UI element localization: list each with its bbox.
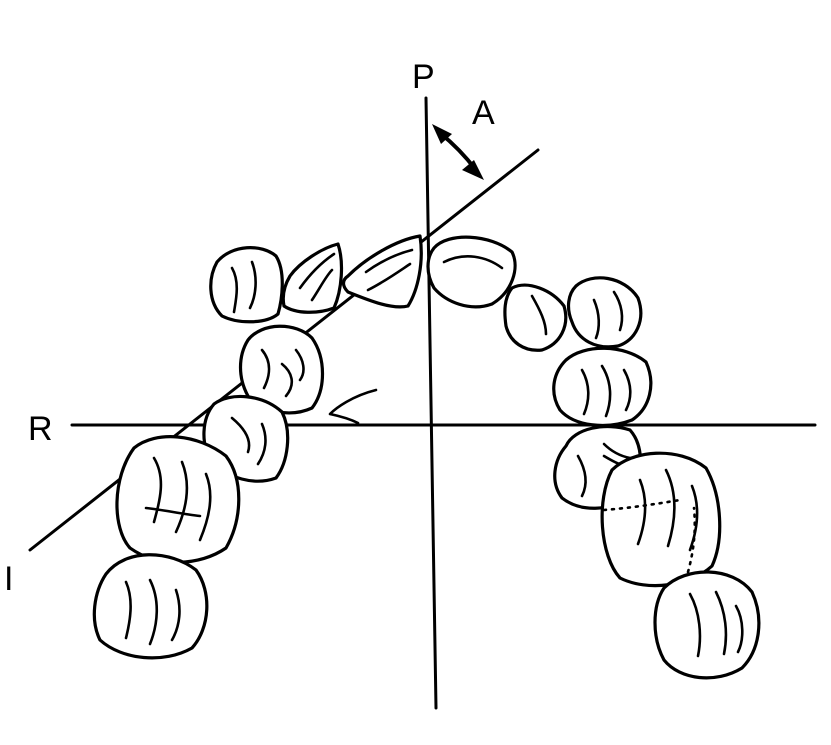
label-a: A xyxy=(472,94,495,132)
arrowhead-upper xyxy=(432,124,452,144)
tooth-left-4 xyxy=(238,324,324,415)
tooth-right-3 xyxy=(566,276,643,349)
arrowhead-lower xyxy=(462,160,484,180)
tooth-right-6 xyxy=(600,451,722,588)
label-i: I xyxy=(4,560,13,598)
tooth-right-7 xyxy=(653,570,761,680)
tooth-left-1 xyxy=(209,246,284,324)
tooth-left-3 xyxy=(341,234,423,309)
tooth-left-7 xyxy=(92,553,209,660)
tooth-right-1 xyxy=(426,235,517,309)
angle-arc xyxy=(328,388,378,425)
tooth-right-4 xyxy=(552,346,653,428)
label-r: R xyxy=(28,410,53,448)
label-p: P xyxy=(412,58,435,96)
tooth-right-2 xyxy=(503,283,568,352)
tooth-left-6 xyxy=(115,435,241,564)
rotation-arrow xyxy=(432,124,484,180)
tooth-left-2 xyxy=(281,242,344,314)
vertical-axis-p xyxy=(424,96,438,710)
